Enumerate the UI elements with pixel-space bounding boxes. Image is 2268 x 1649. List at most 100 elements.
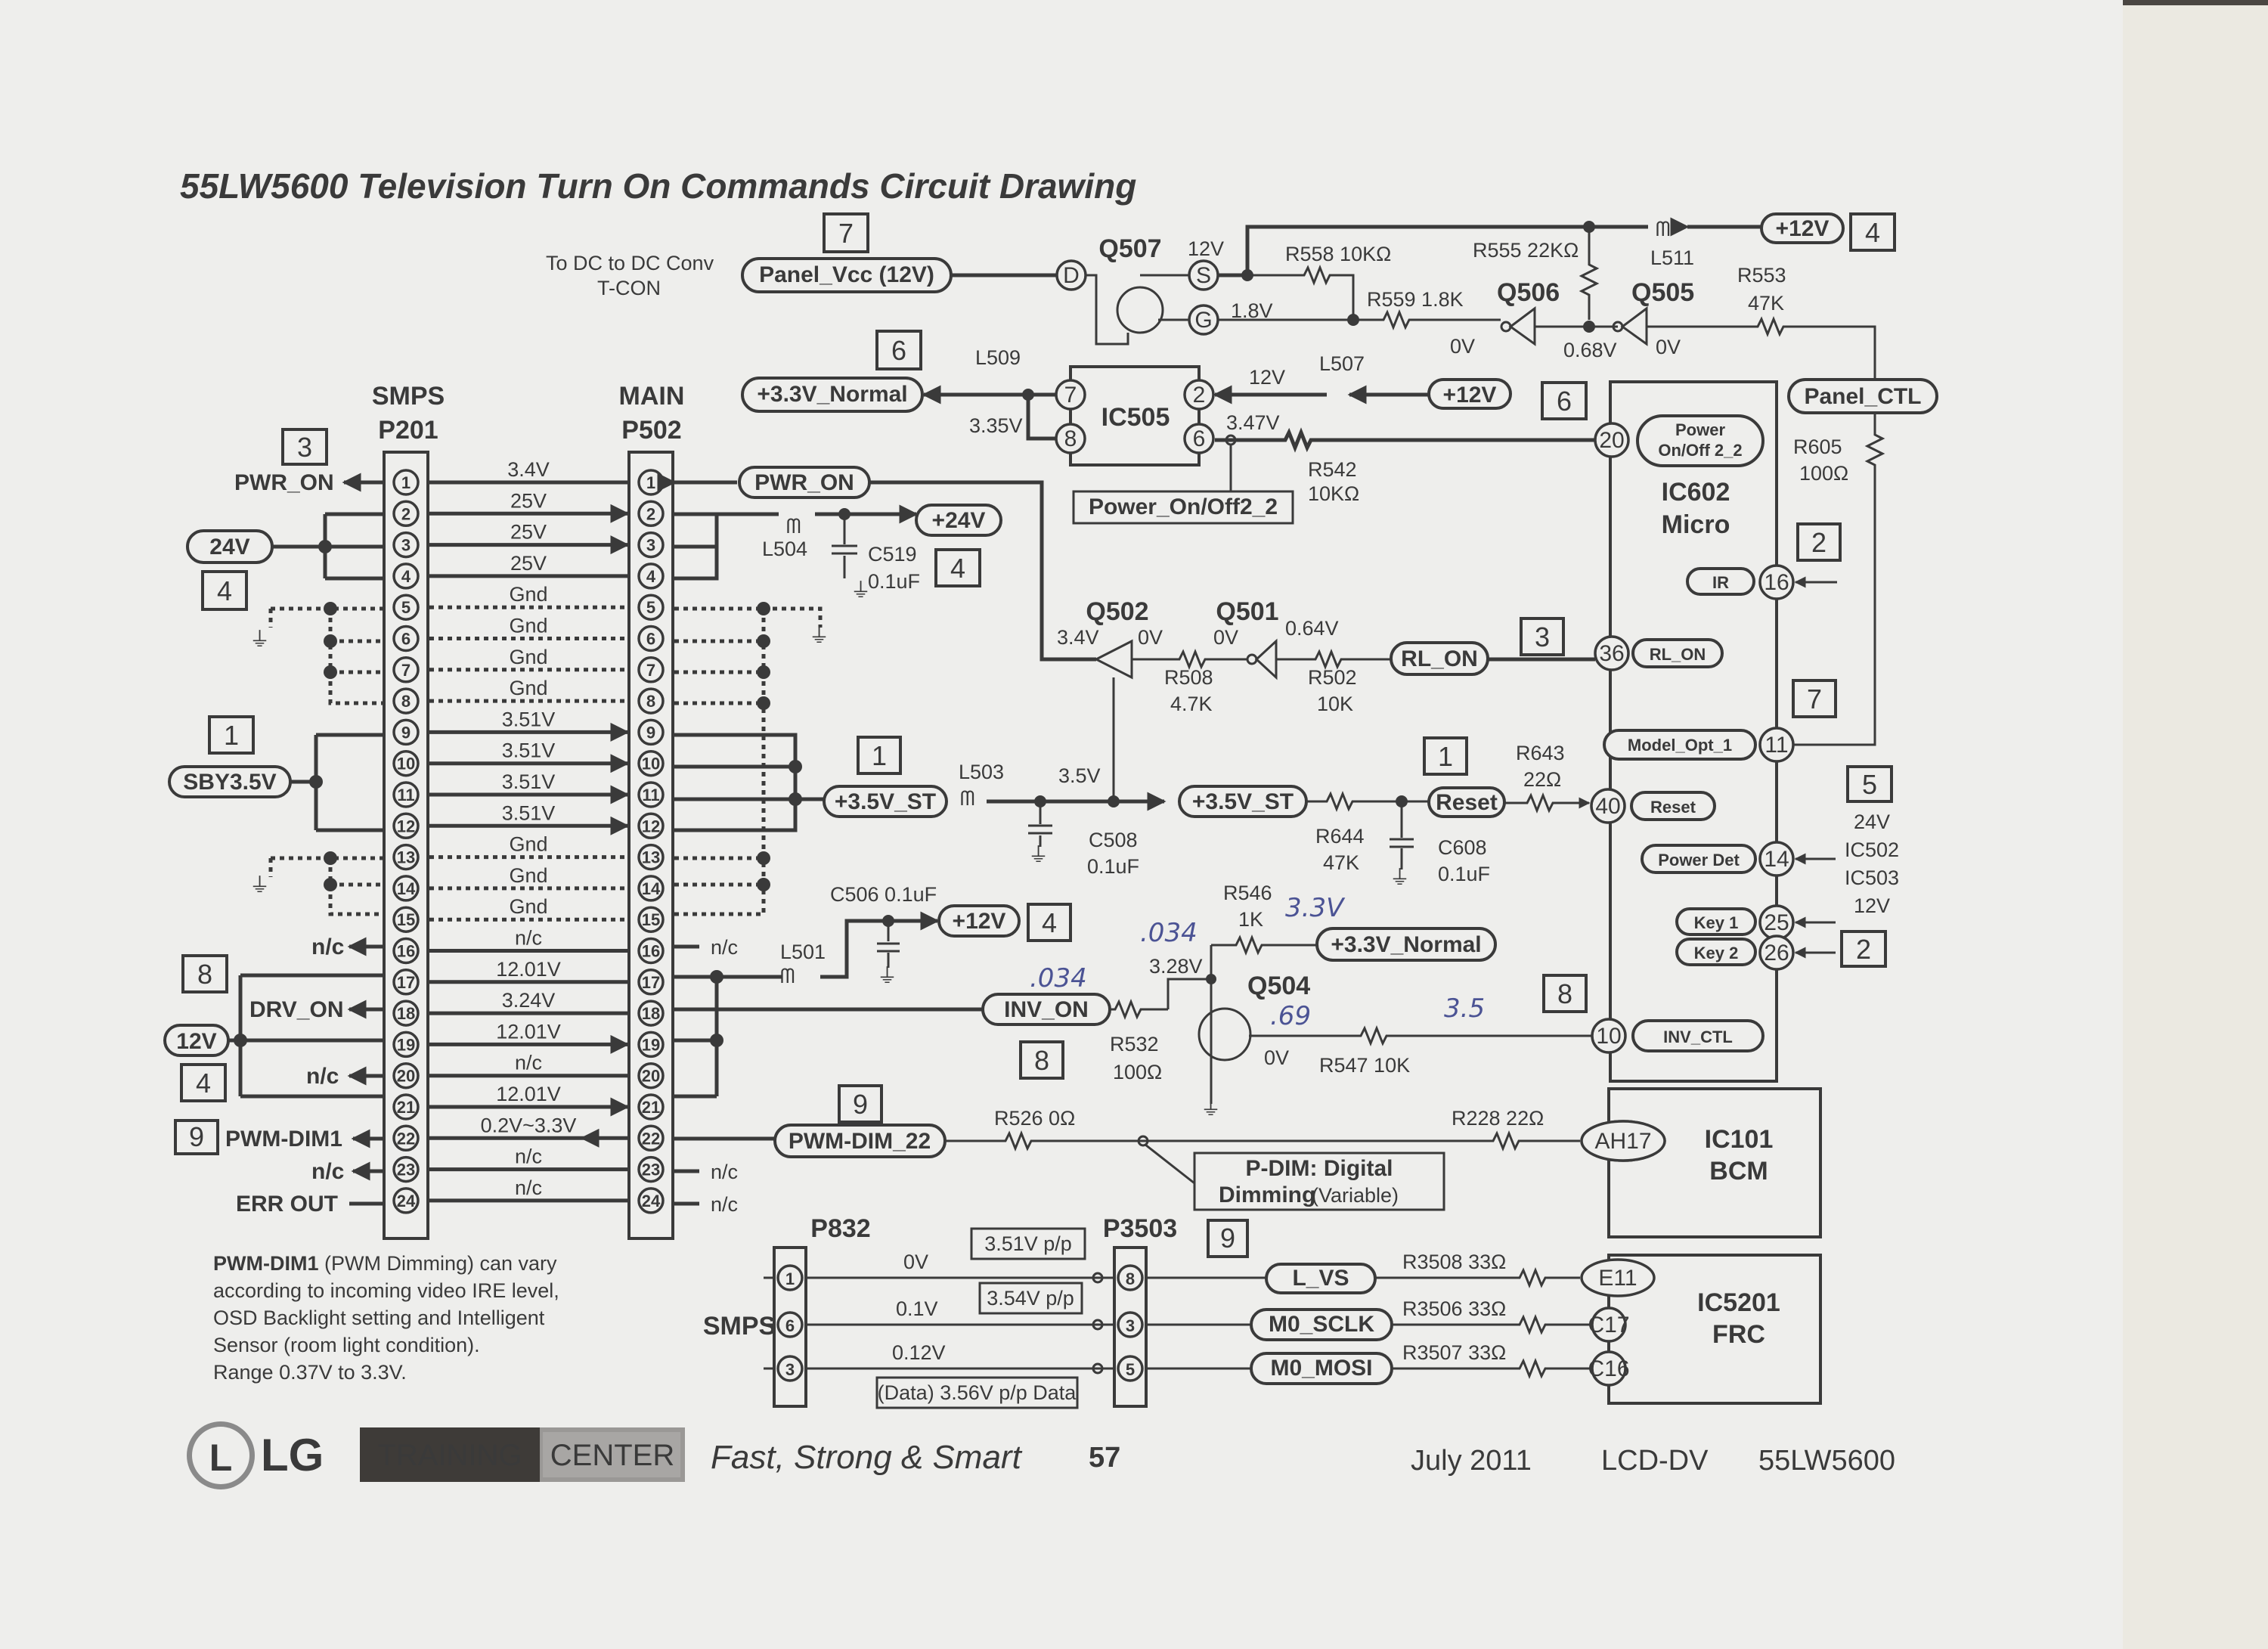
- svg-text:6: 6: [1557, 386, 1572, 417]
- svg-text:P-DIM: Digital: P-DIM: Digital: [1246, 1156, 1393, 1181]
- svg-text:12V: 12V: [1854, 894, 1890, 917]
- svg-text:G: G: [1194, 308, 1212, 333]
- scan-edge-strip: [2123, 0, 2268, 1649]
- tag-1b: [857, 736, 902, 775]
- svg-text:Reset: Reset: [1650, 798, 1696, 817]
- svg-text:Power: Power: [1675, 420, 1725, 439]
- pin-number: 15: [642, 910, 660, 929]
- pin-number: 2: [646, 504, 655, 523]
- svg-text:2: 2: [1811, 527, 1826, 558]
- svg-text:6: 6: [891, 335, 906, 366]
- svg-text:L: L: [209, 1437, 233, 1479]
- tag-4-top: [1849, 212, 1896, 252]
- svg-text:Power Det: Power Det: [1658, 851, 1740, 869]
- svg-text:9: 9: [189, 1121, 204, 1152]
- svg-text:0.1uF: 0.1uF: [1438, 863, 1490, 885]
- svg-text:L511: L511: [1650, 246, 1694, 269]
- svg-text:n/c: n/c: [711, 936, 738, 959]
- p502-pin-24: [637, 1187, 665, 1214]
- svg-text:Key 2: Key 2: [1694, 944, 1739, 962]
- pin-voltage-22: 0.2V~3.3V: [481, 1114, 577, 1136]
- pin-voltage-11: 3.51V: [502, 770, 556, 793]
- page-title: 55LW5600 Television Turn On Commands Cir…: [180, 166, 1136, 206]
- svg-text:3: 3: [1535, 621, 1550, 652]
- middle-section: PWR_ON ᗰ L504 +24V ⏚ C519 0.1uF 4 Q502 Q…: [738, 466, 1595, 1120]
- pin-voltage-24: n/c: [515, 1176, 542, 1199]
- ic101-box: [1607, 1087, 1822, 1238]
- svg-text:4.7K: 4.7K: [1170, 693, 1213, 715]
- smps-label: SMPS: [703, 1312, 776, 1341]
- pin-voltage-15: Gnd: [509, 895, 547, 918]
- tag-8: [181, 954, 228, 993]
- p201-pin-5: [392, 594, 420, 621]
- handwritten-note: .034: [1030, 963, 1087, 993]
- svg-text:47K: 47K: [1748, 292, 1784, 315]
- svg-text:7: 7: [1807, 683, 1822, 714]
- pin-number: 11: [397, 786, 414, 804]
- training-badge: [360, 1427, 540, 1482]
- svg-text:26: 26: [1764, 941, 1789, 966]
- svg-text:55LW5600: 55LW5600: [1758, 1445, 1895, 1477]
- pwr-on-label: PWR_ON: [234, 470, 334, 495]
- svg-text:5: 5: [1862, 769, 1877, 800]
- p502-pin-13: [637, 843, 665, 871]
- ic505-box: [1069, 365, 1201, 466]
- svg-text:Dimming: Dimming: [1219, 1183, 1315, 1207]
- svg-text:3.51V p/p: 3.51V p/p: [984, 1232, 1072, 1255]
- p502-pin-20: [637, 1062, 665, 1090]
- pin-number: 15: [397, 910, 415, 929]
- svg-text:0V: 0V: [1450, 335, 1475, 358]
- svg-text:IC5201: IC5201: [1697, 1288, 1780, 1317]
- pin-voltage-10: 3.51V: [502, 739, 556, 762]
- svg-text:1: 1: [224, 720, 239, 751]
- svg-text:20: 20: [1599, 428, 1624, 453]
- svg-text:3.5V: 3.5V: [1058, 764, 1101, 787]
- pin-number: 18: [397, 1004, 415, 1023]
- svg-text:n/c: n/c: [711, 1193, 738, 1216]
- tag-7: [823, 212, 869, 253]
- svg-text:4: 4: [1042, 907, 1057, 938]
- pin-voltage-20: n/c: [515, 1052, 542, 1074]
- svg-text:R547 10K: R547 10K: [1319, 1054, 1410, 1077]
- p201-pin-19: [392, 1031, 420, 1059]
- top-section: To DC to DC Conv T-CON 7 Panel_Vcc (12V)…: [546, 212, 1938, 746]
- tag-3: [281, 428, 328, 466]
- svg-text:Key 1: Key 1: [1694, 913, 1739, 932]
- p201-pin-18: [392, 1000, 420, 1027]
- svg-text:6: 6: [785, 1316, 795, 1335]
- p201-pin-11: [392, 781, 420, 808]
- svg-text:R559 1.8K: R559 1.8K: [1367, 288, 1464, 311]
- p502-pin-19: [637, 1031, 665, 1059]
- svg-text:1K: 1K: [1238, 908, 1263, 931]
- svg-text:100Ω: 100Ω: [1799, 462, 1848, 485]
- pin-voltage-5: Gnd: [509, 583, 547, 606]
- svg-text:D: D: [1063, 263, 1080, 288]
- p502-pin-22: [637, 1124, 665, 1152]
- svg-text:MAIN: MAIN: [619, 382, 685, 411]
- svg-text:OSD Backlight setting and Inte: OSD Backlight setting and Intelligent: [213, 1306, 545, 1329]
- svg-text:1: 1: [872, 740, 887, 771]
- svg-text:5: 5: [1126, 1360, 1135, 1379]
- pin-number: 4: [401, 567, 411, 586]
- svg-text:14: 14: [1764, 847, 1789, 872]
- svg-text:1: 1: [1438, 741, 1453, 772]
- bottom-section: 9 PWM-DIM_22 R526 0Ω R228 22Ω P-DIM: Dig…: [703, 1084, 1822, 1409]
- svg-text:R526 0Ω: R526 0Ω: [994, 1107, 1075, 1130]
- pin-voltage-21: 12.01V: [496, 1083, 561, 1105]
- svg-text:R3506 33Ω: R3506 33Ω: [1402, 1297, 1506, 1320]
- tag-4d: [1027, 903, 1072, 942]
- pin-voltage-2: 25V: [510, 489, 547, 512]
- tag-1: [208, 715, 255, 755]
- tag-4c: [934, 548, 981, 587]
- pin-number: 17: [397, 973, 415, 992]
- pin-number: 22: [642, 1129, 660, 1148]
- pin-voltage-23: n/c: [515, 1145, 542, 1168]
- svg-text:9: 9: [853, 1089, 868, 1120]
- p502-pin-18: [637, 1000, 665, 1027]
- svg-text:R532: R532: [1110, 1033, 1159, 1055]
- pin-voltage-17: 12.01V: [496, 958, 561, 981]
- svg-text:0.12V: 0.12V: [892, 1341, 946, 1364]
- pin-number: 3: [646, 536, 655, 555]
- svg-text:100Ω: 100Ω: [1113, 1061, 1162, 1083]
- svg-text:n/c: n/c: [311, 935, 344, 959]
